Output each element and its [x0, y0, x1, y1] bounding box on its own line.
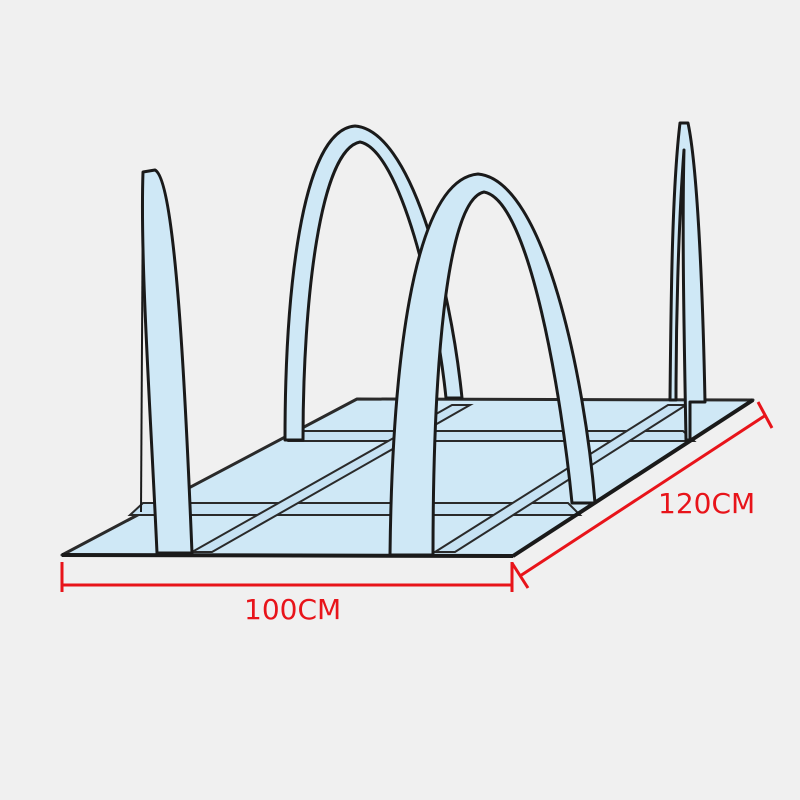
base-front-edge — [61, 553, 514, 558]
depth-dimension-tick-back — [756, 401, 774, 429]
left-post — [140, 168, 194, 555]
depth-dimension-line — [519, 413, 767, 578]
front-arch — [388, 172, 597, 557]
depth-dimension-tick-front — [510, 562, 530, 589]
depth-dimension — [510, 401, 774, 589]
width-dimension-label: 100CM — [244, 593, 342, 626]
right-post — [668, 121, 707, 442]
depth-dimension-label: 120CM — [658, 487, 756, 520]
back-arch — [283, 124, 464, 442]
base-right-edge — [511, 398, 755, 558]
width-dimension — [60, 562, 514, 592]
left-post-back-leg — [140, 171, 144, 513]
